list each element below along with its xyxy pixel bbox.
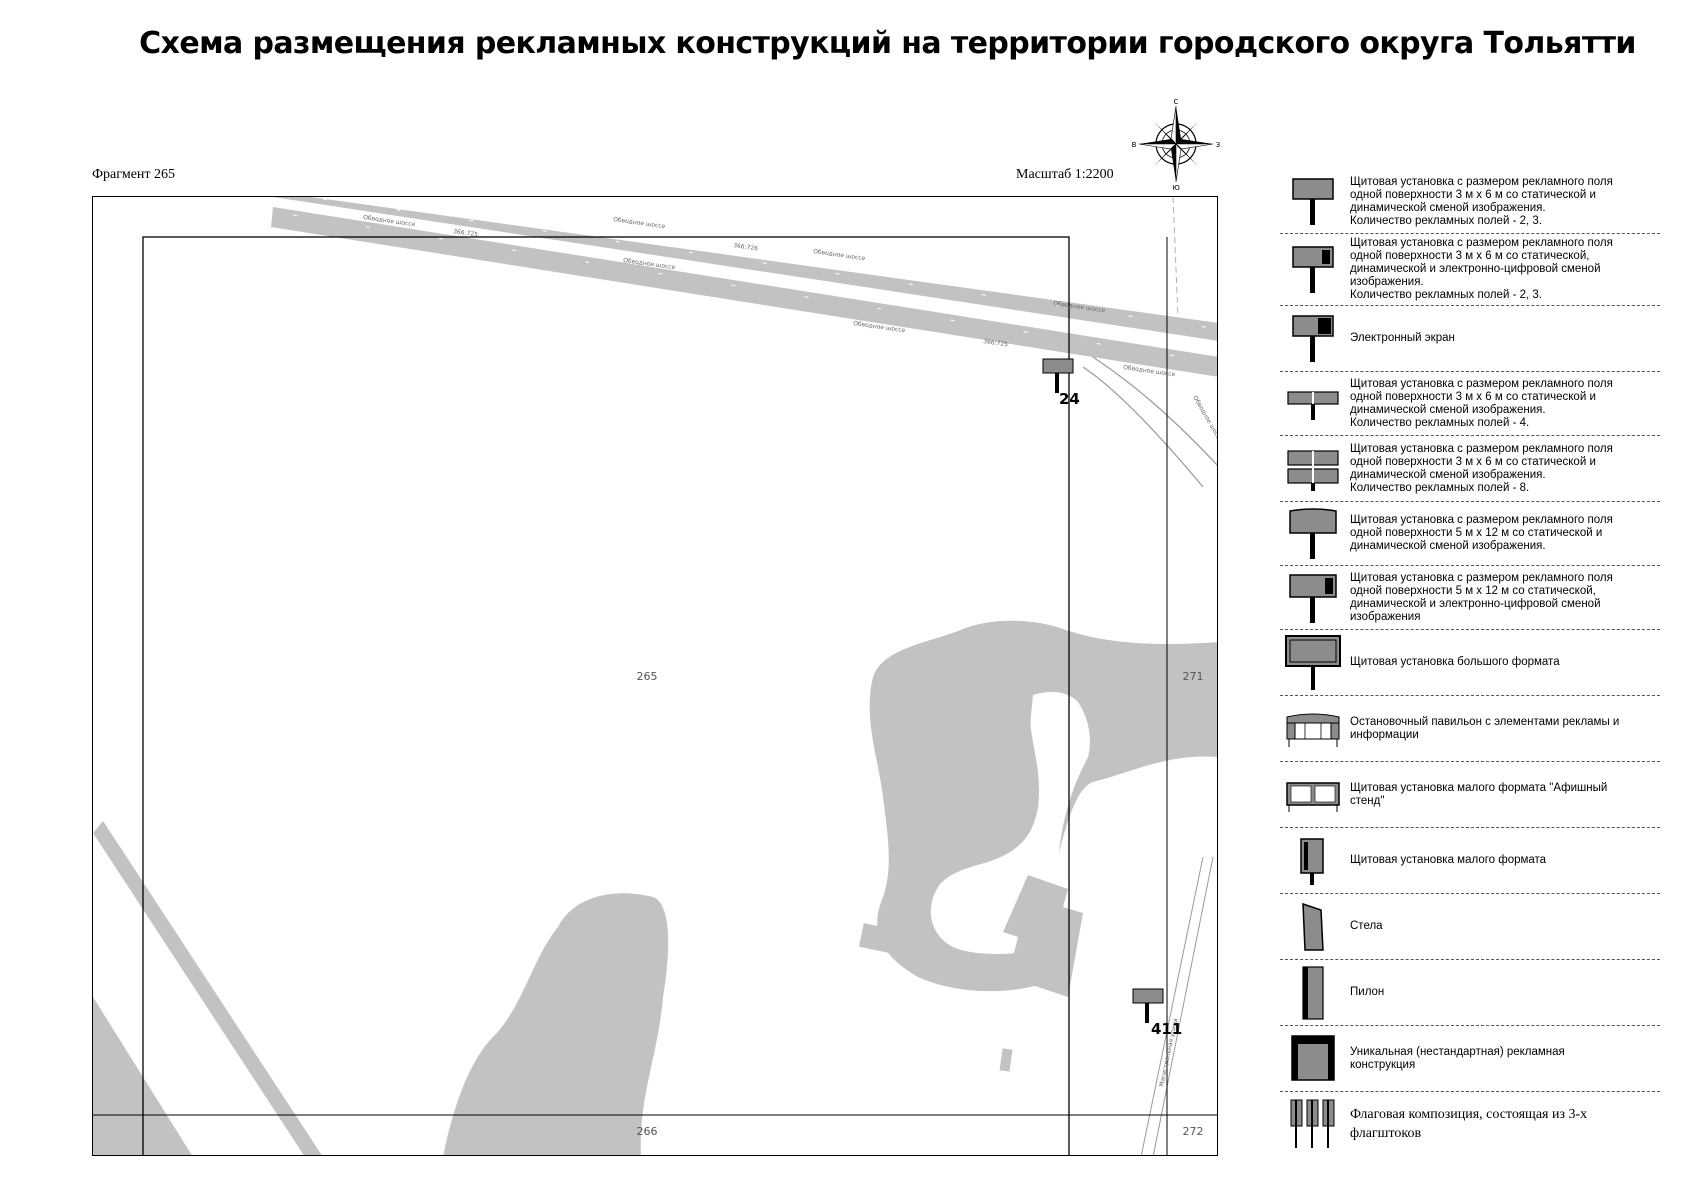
road-label: Обводное шоссе	[813, 248, 866, 262]
legend-text: Щитовая установка большого формата	[1350, 656, 1560, 668]
sheet-number-center: 265	[637, 670, 658, 683]
map-canvas[interactable]: Обводное шоссе Обводное шоссе Обводное ш…	[93, 197, 1218, 1156]
billboard-5x12-digital-icon	[1289, 573, 1337, 623]
legend-text: Щитовая установка с размером рекламного …	[1350, 571, 1613, 623]
compass-south-label: Ю	[1172, 184, 1180, 190]
legend-text: Щитовая установка малого формата	[1350, 854, 1547, 866]
legend-item: Флаговая композиция, состоящая из 3-х фл…	[1280, 1092, 1660, 1156]
compass-rose-icon: С Ю В З	[1131, 98, 1221, 192]
legend-text: Щитовая установка малого формата "Афишны…	[1350, 781, 1608, 807]
compass-east-label: З	[1216, 141, 1221, 149]
legend-text: Щитовая установка с размером рекламного …	[1350, 175, 1613, 227]
legend-text: Щитовая установка с размером рекламного …	[1350, 442, 1613, 494]
rail-track	[93, 821, 322, 1155]
legend-text: Щитовая установка с размером рекламного …	[1350, 514, 1613, 552]
legend: Щитовая установка с размером рекламного …	[1280, 170, 1660, 1156]
sheet-number-bottom: 266	[637, 1125, 658, 1138]
pylon-icon	[1302, 965, 1324, 1020]
poster-stand-icon	[1286, 781, 1340, 812]
sheet-number-right: 271	[1183, 670, 1204, 683]
legend-item: Стела	[1280, 894, 1660, 960]
legend-text: Уникальная (нестандартная) рекламная кон…	[1350, 1045, 1565, 1071]
legend-item: Щитовая установка с размером рекламного …	[1280, 372, 1660, 436]
road-label: Обводное шоссе	[1191, 395, 1218, 444]
fragment-label: Фрагмент 265	[92, 167, 176, 182]
marker-label-411: 411	[1151, 1020, 1182, 1038]
small-format-billboard-icon	[1300, 837, 1324, 885]
legend-text: Электронный экран	[1350, 332, 1455, 344]
cadastral-label: 366:725	[453, 228, 479, 238]
legend-item: Щитовая установка с размером рекламного …	[1280, 436, 1660, 502]
legend-item: Щитовая установка с размером рекламного …	[1280, 170, 1660, 234]
legend-item: Остановочный павильон с элементами рекла…	[1280, 696, 1660, 762]
billboard-4-fields-icon	[1287, 390, 1339, 420]
legend-item: Электронный экран	[1280, 306, 1660, 372]
large-format-billboard-icon	[1285, 634, 1341, 690]
bus-stop-pavilion-icon	[1286, 713, 1340, 747]
legend-item: Уникальная (нестандартная) рекламная кон…	[1280, 1026, 1660, 1092]
road-label: Обводное шоссе	[613, 216, 666, 230]
compass-west-label: В	[1132, 141, 1137, 149]
page-title: Схема размещения рекламных конструкций н…	[139, 26, 1636, 61]
scale-label: Масштаб 1:2200	[1016, 167, 1114, 182]
marker-label-24: 24	[1059, 390, 1080, 408]
billboard-3x6-icon	[1292, 177, 1334, 225]
billboard-3x6-digital-icon	[1292, 245, 1334, 293]
legend-item: Щитовая установка с размером рекламного …	[1280, 502, 1660, 566]
legend-text: Пилон	[1350, 986, 1385, 998]
legend-item: Щитовая установка малого формата "Афишны…	[1280, 762, 1660, 828]
cadastral-label: 366:725	[983, 338, 1009, 348]
building	[858, 923, 904, 955]
legend-item: Пилон	[1280, 960, 1660, 1026]
green-area-south	[443, 893, 669, 1155]
legend-item: Щитовая установка с размером рекламного …	[1280, 234, 1660, 306]
billboard-5x12-icon	[1289, 507, 1337, 559]
legend-text: Щитовая установка с размером рекламного …	[1350, 237, 1613, 301]
ring-road-upper	[273, 197, 1217, 341]
legend-item: Щитовая установка большого формата	[1280, 630, 1660, 696]
compass-north-label: С	[1174, 98, 1179, 106]
map-frame[interactable]: Обводное шоссе Обводное шоссе Обводное ш…	[92, 196, 1218, 1156]
billboard-marker-24[interactable]: 24	[1042, 358, 1080, 408]
stele-icon	[1302, 902, 1324, 951]
flag-composition-icon	[1290, 1099, 1335, 1148]
building	[1003, 875, 1083, 997]
legend-text: Стела	[1350, 920, 1383, 932]
billboard-marker-411[interactable]: 411	[1132, 988, 1182, 1038]
legend-text: Флаговая композиция, состоящая из 3-х фл…	[1350, 1107, 1588, 1141]
legend-text: Остановочный павильон с элементами рекла…	[1350, 715, 1620, 741]
unique-structure-icon	[1291, 1034, 1335, 1081]
electronic-screen-icon	[1292, 314, 1334, 362]
legend-text: Щитовая установка с размером рекламного …	[1350, 377, 1613, 429]
cadastral-label: 366:726	[733, 242, 759, 252]
legend-item: Щитовая установка с размером рекламного …	[1280, 566, 1660, 630]
ring-road-lower	[271, 207, 1217, 377]
billboard-8-fields-icon	[1287, 449, 1339, 491]
legend-item: Щитовая установка малого формата	[1280, 828, 1660, 894]
sheet-number-bottom-right: 272	[1183, 1125, 1204, 1138]
